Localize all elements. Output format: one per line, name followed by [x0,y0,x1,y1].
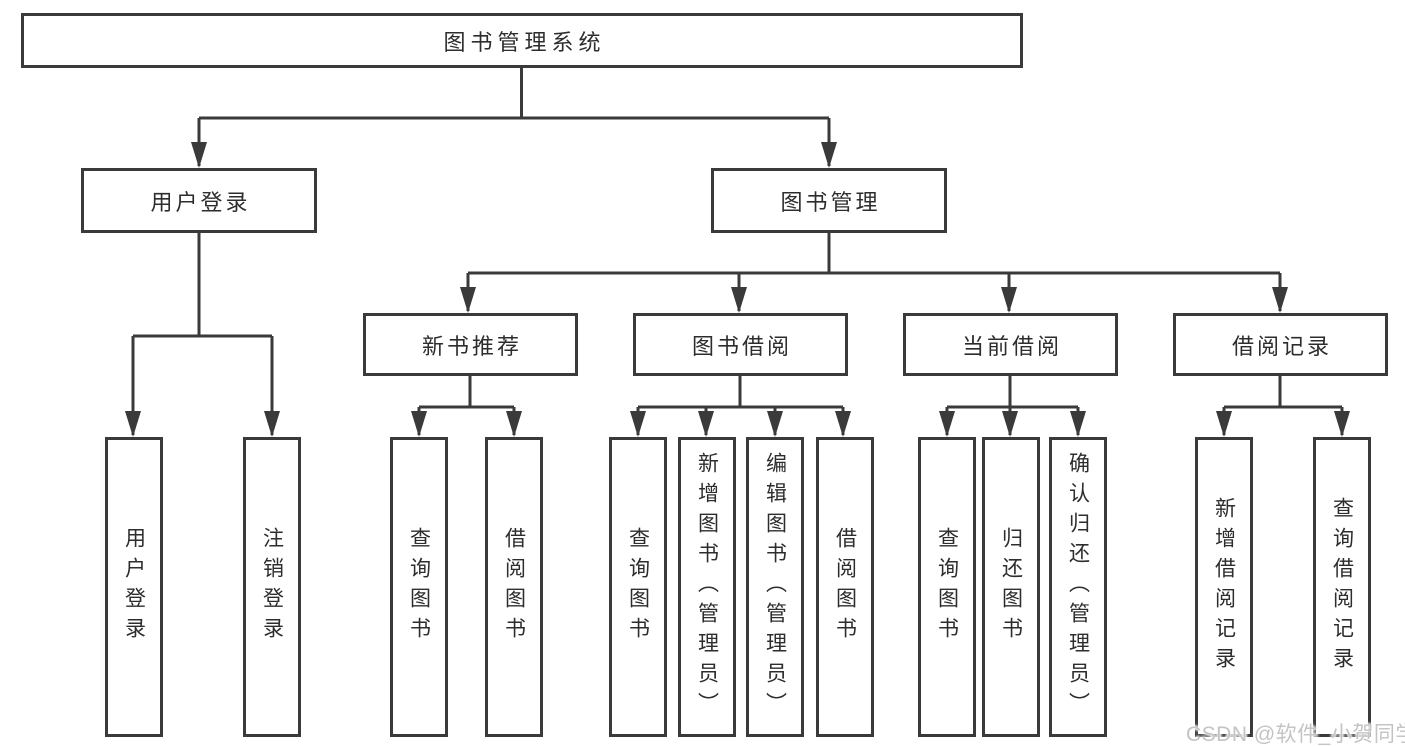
csdn-watermark: CSDN @软件_小贺同学 [1186,723,1405,746]
node-borrowing-records: 借阅记录 [1173,313,1388,376]
node-label: 借阅图书 [502,527,526,647]
node-add-book-admin: 新增图书（管理员） [678,437,736,737]
node-label: 图书管理系统 [443,29,606,55]
node-label: 归还图书 [999,527,1023,647]
node-label: 查询图书 [407,527,431,647]
node-query-book-recommend: 查询图书 [390,437,448,737]
node-query-book-current: 查询图书 [918,437,976,737]
node-current-borrowing: 当前借阅 [903,313,1118,376]
node-library-system: 图书管理系统 [21,13,1023,68]
node-label: 确认归还（管理员） [1066,452,1090,722]
node-book-borrowing: 图书借阅 [633,313,848,376]
node-borrow-book: 借阅图书 [816,437,874,737]
node-label: 查询借阅记录 [1330,497,1354,677]
node-edit-book-admin: 编辑图书（管理员） [746,437,804,737]
node-user-login-group: 用户登录 [81,168,317,233]
node-borrow-book-recommend: 借阅图书 [485,437,543,737]
node-label: 查询图书 [935,527,959,647]
node-logout: 注销登录 [243,437,301,737]
node-label: 用户登录 [150,189,251,215]
node-label: 借阅记录 [1231,333,1332,359]
node-label: 当前借阅 [961,333,1062,359]
node-book-management: 图书管理 [711,168,947,233]
node-user-login: 用户登录 [105,437,163,737]
node-query-borrow-record: 查询借阅记录 [1313,437,1371,737]
node-label: 新增借阅记录 [1212,497,1236,677]
node-label: 新增图书（管理员） [695,452,719,722]
arrowheads [125,142,1350,437]
node-label: 图书管理 [780,189,881,215]
connector-shafts [131,68,1344,435]
node-label: 用户登录 [122,527,146,647]
node-confirm-return-admin: 确认归还（管理员） [1049,437,1107,737]
node-label: 新书推荐 [421,333,522,359]
node-label: 注销登录 [260,527,284,647]
node-label: 查询图书 [626,527,650,647]
node-query-book-borrowing: 查询图书 [609,437,667,737]
node-new-book-recommend: 新书推荐 [363,313,578,376]
node-return-book: 归还图书 [982,437,1040,737]
node-label: 编辑图书（管理员） [763,452,787,722]
node-label: 图书借阅 [691,333,792,359]
node-add-borrow-record: 新增借阅记录 [1195,437,1253,737]
node-label: 借阅图书 [833,527,857,647]
